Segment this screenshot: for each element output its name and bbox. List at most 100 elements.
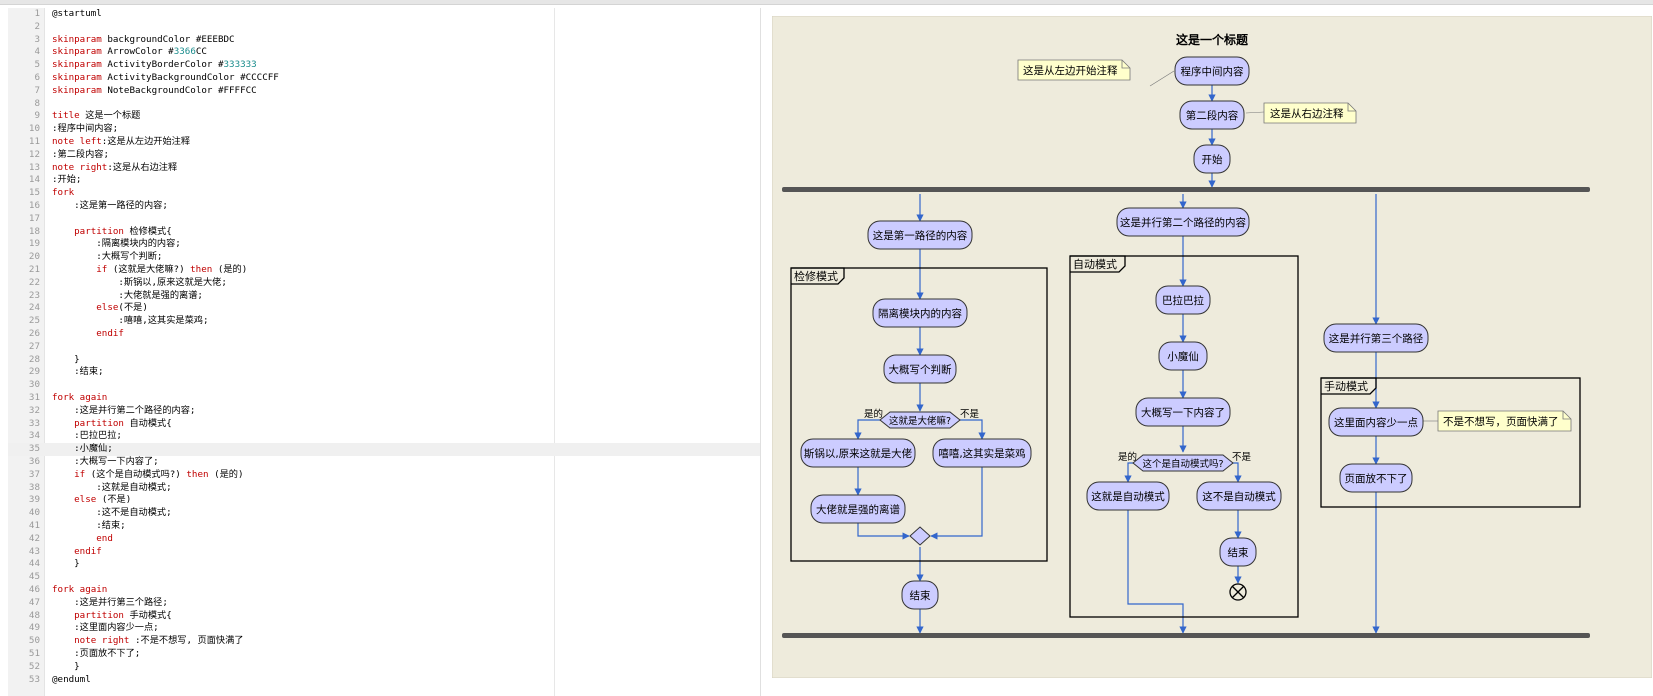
code-line[interactable]: 2 — [8, 21, 760, 34]
line-number: 17 — [28, 212, 40, 224]
svg-text:嘻嘻,这其实是菜鸡: 嘻嘻,这其实是菜鸡 — [938, 447, 1025, 460]
code-line[interactable]: 35 :小魔仙; — [8, 443, 760, 456]
line-content: fork again — [52, 392, 108, 403]
activity-path3: 这是并行第三个路径 — [1323, 323, 1429, 353]
code-line[interactable]: 53@enduml — [8, 674, 760, 687]
line-number: 48 — [28, 609, 40, 621]
code-line[interactable]: 36 :大概写一下内容了; — [8, 456, 760, 469]
line-content: fork — [52, 187, 75, 199]
line-content: :巴拉巴拉; — [52, 430, 122, 442]
line-content: skinparam NoteBackgroundColor #FFFFCC — [52, 84, 257, 96]
line-number: 1 — [34, 8, 40, 19]
code-line[interactable]: 26 endif — [8, 328, 760, 341]
line-number: 25 — [28, 315, 40, 327]
code-line[interactable]: 18 partition 检修模式{ — [8, 226, 760, 239]
line-content: else(不是) — [96, 302, 148, 314]
line-number: 21 — [28, 264, 40, 275]
code-line[interactable]: 19 :隔离模块内的内容; — [8, 238, 760, 251]
svg-text:结束: 结束 — [910, 589, 931, 602]
code-line[interactable]: 27 — [8, 341, 760, 354]
code-line[interactable]: 34 :巴拉巴拉; — [8, 430, 760, 443]
partition-repair-mode-label: 检修模式 — [794, 269, 838, 283]
line-content: skinparam backgroundColor #EEEBDC — [52, 33, 235, 45]
line-number: 3 — [34, 33, 40, 45]
partition-repair-mode — [790, 267, 1048, 562]
activity-less-content: 这里面内容少一点 — [1328, 407, 1424, 437]
code-line[interactable]: 23 :大佬就是强的离谱; — [8, 290, 760, 303]
code-line[interactable]: 8 — [8, 98, 760, 111]
code-line[interactable]: 39 else (不是) — [8, 494, 760, 507]
code-line[interactable]: 42 end — [8, 533, 760, 546]
code-line[interactable]: 14:开始; — [8, 174, 760, 187]
line-number: 26 — [28, 328, 40, 339]
activity-diagram: 这是一个标题 — [771, 15, 1653, 679]
code-line[interactable]: 24 else(不是) — [8, 302, 760, 315]
code-line[interactable]: 22 :斯锅以,原来这就是大佬; — [8, 277, 760, 290]
svg-text:巴拉巴拉: 巴拉巴拉 — [1162, 294, 1204, 307]
code-line[interactable]: 49 :这里面内容少一点; — [8, 622, 760, 635]
line-number: 43 — [28, 545, 40, 557]
code-line[interactable]: 30 — [8, 379, 760, 392]
code-line[interactable]: 12:第二段内容; — [8, 149, 760, 162]
code-line[interactable]: 40 :这不是自动模式; — [8, 507, 760, 520]
svg-text:页面放不下了: 页面放不下了 — [1345, 472, 1408, 485]
code-line[interactable]: 45 — [8, 571, 760, 584]
line-content: endif — [96, 328, 124, 339]
line-number-gutter — [8, 8, 45, 696]
code-line[interactable]: 41 :结束; — [8, 520, 760, 533]
code-line[interactable]: 37 if (这个是自动模式吗?) then (是的) — [8, 469, 760, 482]
code-line[interactable]: 21 if (这就是大佬嘛?) then (是的) — [8, 264, 760, 277]
code-line[interactable]: 29 :结束; — [8, 366, 760, 379]
line-number: 13 — [28, 161, 40, 173]
window-top-bar — [0, 0, 1653, 5]
line-number: 46 — [28, 584, 40, 595]
svg-text:这是第一路径的内容: 这是第一路径的内容 — [873, 229, 968, 242]
code-line[interactable]: 28 } — [8, 354, 760, 367]
note-left: 这是从左边开始注释 — [1017, 59, 1131, 81]
activity-no-room: 页面放不下了 — [1339, 463, 1413, 493]
code-line[interactable]: 47 :这是并行第三个路径; — [8, 597, 760, 610]
code-line[interactable]: 33 partition 自动模式{ — [8, 418, 760, 431]
line-content: end — [96, 532, 113, 544]
svg-text:这是并行第二个路径的内容: 这是并行第二个路径的内容 — [1120, 216, 1246, 229]
code-line[interactable]: 1 @startuml — [8, 8, 760, 21]
line-content: :结束; — [52, 520, 126, 531]
code-line[interactable]: 4 skinparam ArrowColor #3366CC — [8, 46, 760, 59]
code-line[interactable]: 16 :这是第一路径的内容; — [8, 200, 760, 213]
line-number: 4 — [34, 46, 40, 58]
line-content: skinparam ArrowColor #3366CC — [52, 46, 207, 58]
pane-splitter[interactable] — [760, 8, 761, 696]
code-line[interactable]: 3 skinparam backgroundColor #EEEBDC — [8, 34, 760, 47]
code-line[interactable]: 52 } — [8, 661, 760, 674]
code-line[interactable]: 25 :嘻嘻,这其实是菜鸡; — [8, 315, 760, 328]
code-line[interactable]: 38 :这就是自动模式; — [8, 482, 760, 495]
code-line[interactable]: 10:程序中间内容; — [8, 123, 760, 136]
code-line[interactable]: 44 } — [8, 558, 760, 571]
partition-manual-mode — [1320, 377, 1581, 508]
partition-manual-mode-tab — [1321, 377, 1377, 395]
code-line[interactable]: 17 — [8, 213, 760, 226]
code-line[interactable]: 43 endif — [8, 546, 760, 559]
code-line[interactable]: 20 :大概写个判断; — [8, 251, 760, 264]
code-line[interactable]: 48 partition 手动模式{ — [8, 610, 760, 623]
svg-text:不是不想写，页面快满了: 不是不想写，页面快满了 — [1443, 415, 1559, 428]
line-content: @startuml — [52, 8, 102, 19]
code-line[interactable]: 32 :这是并行第二个路径的内容; — [8, 405, 760, 418]
code-line[interactable]: 51 :页面放不下了; — [8, 648, 760, 661]
svg-text:这是从左边开始注释: 这是从左边开始注释 — [1023, 64, 1118, 77]
end-flow-icon — [1229, 583, 1247, 601]
code-line[interactable]: 50 note right :不是不想写, 页面快满了 — [8, 635, 760, 648]
svg-text:这就是大佬嘛?: 这就是大佬嘛? — [889, 415, 951, 427]
line-number: 53 — [28, 673, 40, 685]
partition-auto-mode-tab — [1070, 255, 1126, 273]
